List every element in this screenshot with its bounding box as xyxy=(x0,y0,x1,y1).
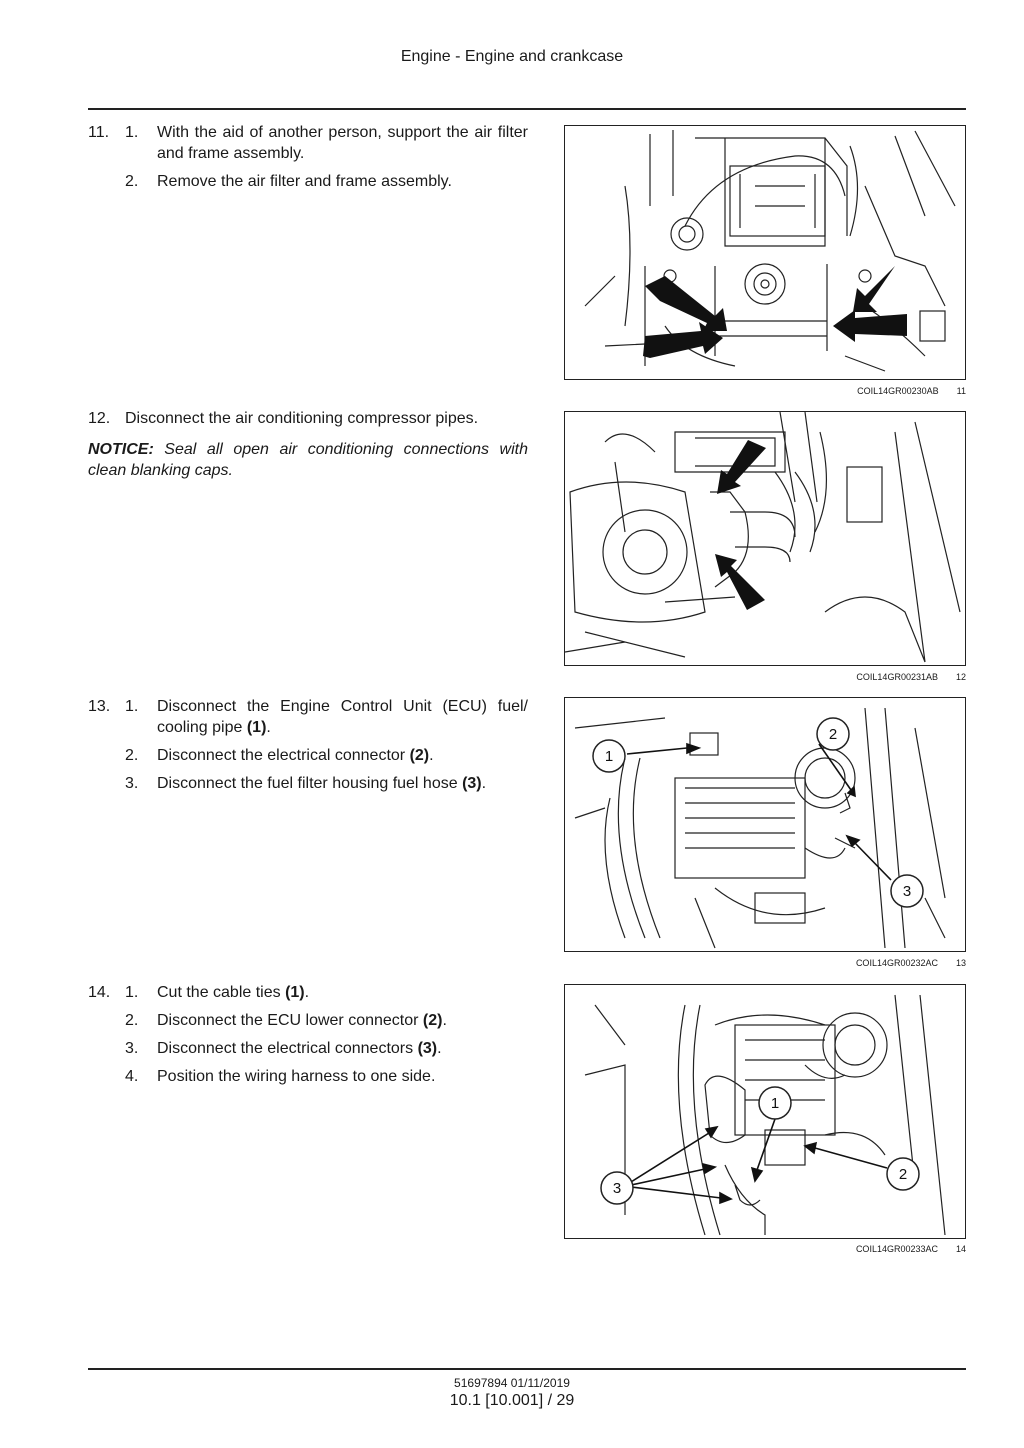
figure-number: 11 xyxy=(956,386,966,396)
step-13-substep-3: 3. Disconnect the fuel filter housing fu… xyxy=(88,773,528,794)
substep-text: Disconnect the fuel filter housing fuel … xyxy=(157,775,487,792)
step-13-substep-1: 13. 1. Disconnect the Engine Control Uni… xyxy=(88,696,528,738)
callout-1 xyxy=(592,739,626,773)
header-rule xyxy=(88,108,966,110)
figure-caption: COIL14GR00231AB 12 xyxy=(564,672,966,686)
page-header-title: Engine - Engine and crankcase xyxy=(400,48,624,65)
wiring-illustration: 1 2 3 xyxy=(584,994,946,1236)
substep-number: 1. xyxy=(125,124,139,141)
step-13: 13. 1. Disconnect the Engine Control Uni… xyxy=(88,696,528,801)
callout-3 xyxy=(600,1171,634,1205)
step-11: 11. 1. With the aid of another person, s… xyxy=(88,122,528,199)
step-14: 14. 1. Cut the cable ties (1). 2. Discon… xyxy=(88,982,528,1094)
substep-text: Disconnect the ECU lower connector (2). xyxy=(157,1012,447,1029)
figure-number: 13 xyxy=(955,958,966,968)
substep-text: Disconnect the electrical connector (2). xyxy=(157,747,434,764)
substep-number: 2. xyxy=(125,1012,139,1029)
figure-ecu-connections: 1 2 3 xyxy=(564,697,966,952)
callout-label-2: 2 xyxy=(899,1166,907,1183)
callout-1 xyxy=(758,1086,792,1120)
part-reference: (2) xyxy=(422,1012,443,1029)
step-14-substep-2: 2. Disconnect the ECU lower connector (2… xyxy=(88,1010,528,1031)
footer-page-number: 10.1 [10.001] / 29 xyxy=(449,1392,575,1409)
substep-number: 2. xyxy=(125,173,139,190)
step-14-substep-1: 14. 1. Cut the cable ties (1). xyxy=(88,982,528,1003)
figure-caption: COIL14GR00232AC 13 xyxy=(564,958,966,972)
callout-label-3: 3 xyxy=(613,1180,621,1197)
part-reference: (3) xyxy=(462,775,482,792)
step-number: 12. xyxy=(88,410,111,427)
callout-label-3: 3 xyxy=(903,883,911,900)
figure-ac-compressor-pipes xyxy=(564,411,966,666)
substep-text: Position the wiring harness to one side. xyxy=(157,1068,436,1085)
substep-number: 1. xyxy=(125,984,139,1001)
callout-2 xyxy=(816,717,850,751)
step-13-substep-2: 2. Disconnect the electrical connector (… xyxy=(88,745,528,766)
step-number: 14. xyxy=(88,984,111,1001)
callout-label-2: 2 xyxy=(829,726,837,743)
substep-text: Disconnect the Engine Control Unit (ECU)… xyxy=(157,698,528,736)
part-reference: (1) xyxy=(246,719,267,736)
figure-ecu-wiring-harness: 1 2 3 xyxy=(564,984,966,1239)
figure-code: COIL14GR00233AC xyxy=(855,1244,938,1254)
substep-text: Disconnect the electrical connectors (3)… xyxy=(157,1040,442,1057)
substep-number: 3. xyxy=(125,1040,139,1057)
step-number: 11. xyxy=(88,124,110,141)
substep-number: 1. xyxy=(125,698,139,715)
notice-text: Seal all open air conditioning connectio… xyxy=(88,441,528,479)
step-12: 12. Disconnect the air conditioning comp… xyxy=(88,408,528,481)
figure-code: COIL14GR00232AC xyxy=(855,958,938,968)
step-11-substep-2: 2. Remove the air filter and frame assem… xyxy=(88,171,528,192)
notice-label: NOTICE: xyxy=(88,441,154,458)
compressor-illustration xyxy=(565,412,961,663)
step-14-substep-4: 4. Position the wiring harness to one si… xyxy=(88,1066,528,1087)
callout-group xyxy=(592,717,924,908)
substep-number: 3. xyxy=(125,775,139,792)
callout-2 xyxy=(886,1157,920,1191)
figure-code: COIL14GR00231AB xyxy=(856,672,938,682)
substep-text: Cut the cable ties (1). xyxy=(157,984,310,1001)
step-text: Disconnect the air conditioning compress… xyxy=(125,410,479,427)
engine-illustration xyxy=(584,130,956,372)
footer-document-id: 51697894 01/11/2019 xyxy=(454,1376,570,1390)
footer-rule xyxy=(88,1368,966,1370)
callout-label-1: 1 xyxy=(605,748,613,765)
step-number: 13. xyxy=(88,698,111,715)
part-reference: (2) xyxy=(409,747,430,764)
callout-label-1: 1 xyxy=(771,1095,779,1112)
substep-text: With the aid of another person, support … xyxy=(157,124,528,162)
callout-3 xyxy=(890,874,924,908)
figure-air-filter-frame xyxy=(564,125,966,380)
substep-number: 2. xyxy=(125,747,139,764)
figure-code: COIL14GR00230AB xyxy=(857,386,939,396)
substep-number: 4. xyxy=(125,1068,139,1085)
substep-text: Remove the air filter and frame assembly… xyxy=(157,173,452,190)
step-14-substep-3: 3. Disconnect the electrical connectors … xyxy=(88,1038,528,1059)
notice: NOTICE: Seal all open air conditioning c… xyxy=(88,439,528,481)
part-reference: (1) xyxy=(285,984,305,1001)
part-reference: (3) xyxy=(417,1040,438,1057)
figure-caption: COIL14GR00230AB 11 xyxy=(564,386,966,400)
step-11-substep-1: 11. 1. With the aid of another person, s… xyxy=(88,122,528,164)
callout-group xyxy=(600,1086,920,1205)
ecu-illustration: 1 2 3 xyxy=(574,707,946,949)
figure-number: 12 xyxy=(955,672,966,682)
step-12-text: 12. Disconnect the air conditioning comp… xyxy=(88,408,528,429)
figure-caption: COIL14GR00233AC 14 xyxy=(564,1244,966,1258)
figure-number: 14 xyxy=(955,1244,966,1254)
